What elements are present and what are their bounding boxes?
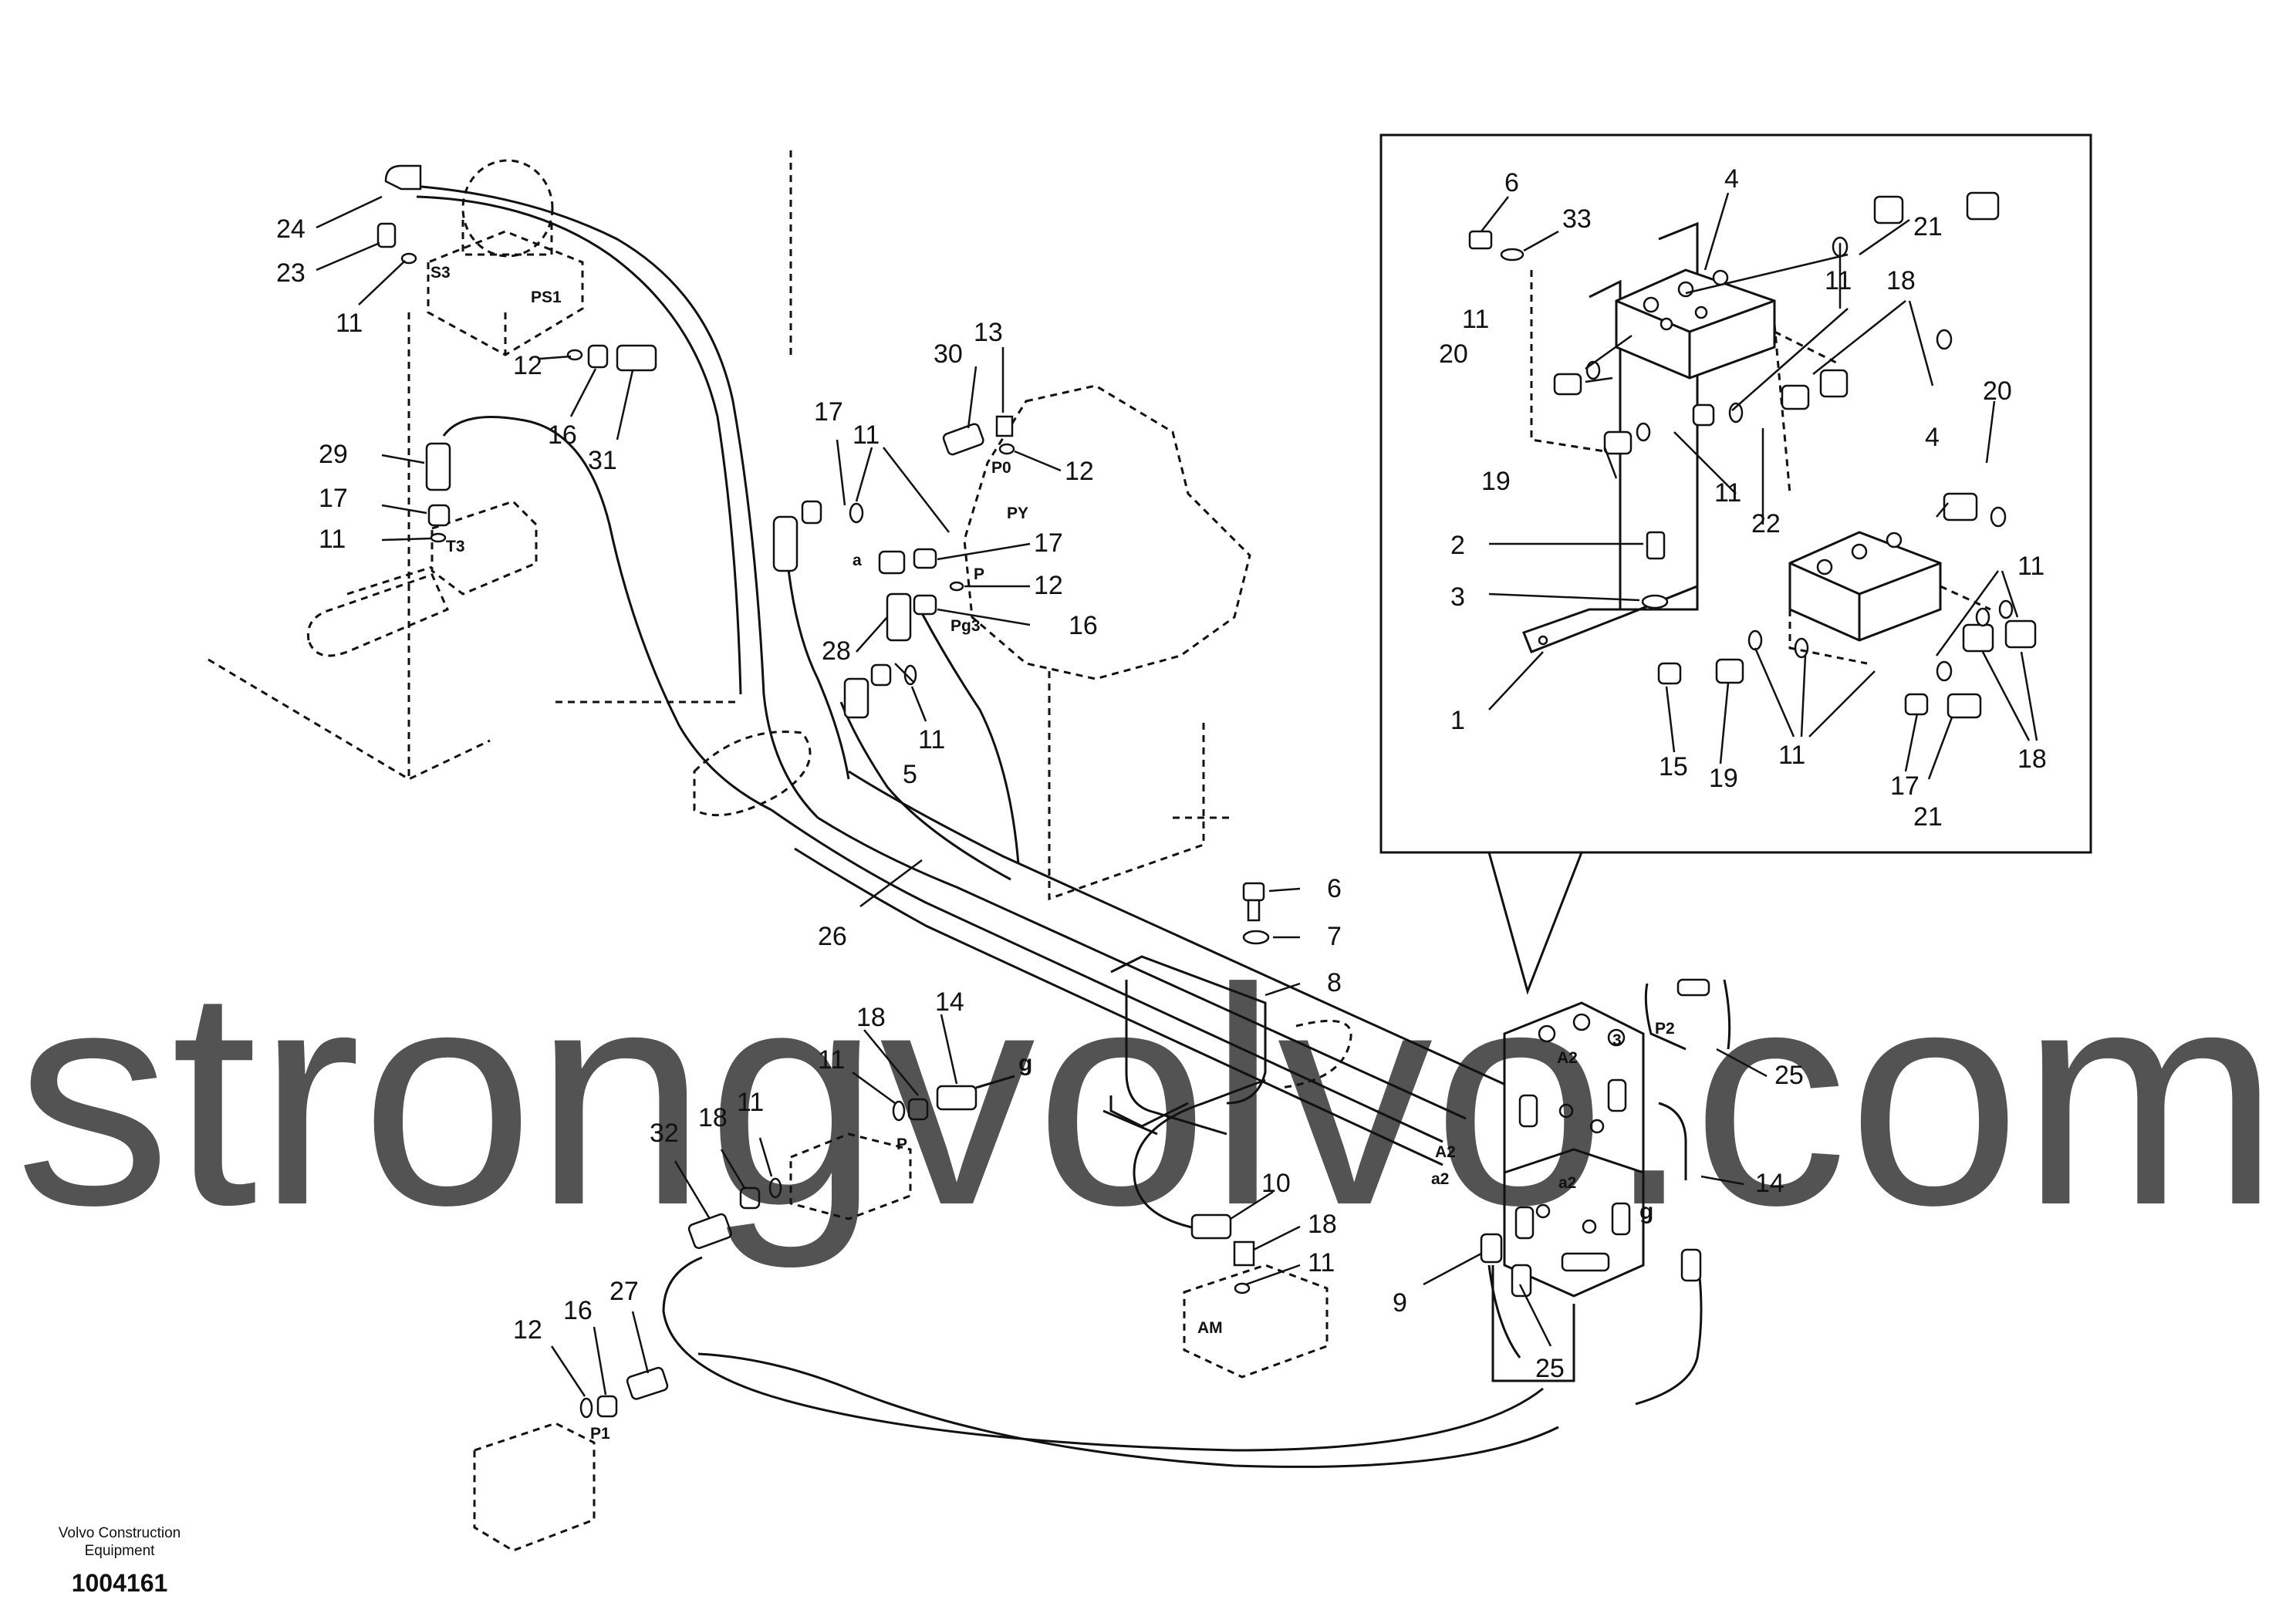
callout-11: 11 — [1308, 1248, 1335, 1277]
callout-18: 18 — [1308, 1210, 1337, 1239]
port-label-a2-block: A2 — [1557, 1049, 1578, 1067]
callout-17: 17 — [1034, 528, 1063, 558]
callout-24: 24 — [276, 214, 306, 244]
callout-26: 26 — [818, 922, 847, 951]
port-label-a2-lower-left: a2 — [1431, 1170, 1449, 1188]
port-label-p: P — [974, 565, 984, 583]
callout-17: 17 — [1890, 771, 1920, 801]
callout-11: 11 — [737, 1088, 764, 1117]
port-label-p0: P0 — [991, 459, 1011, 477]
callout-7: 7 — [1327, 922, 1342, 951]
callout-28: 28 — [822, 636, 851, 666]
port-labels: S3 PS1 T3 P0 PY a P Pg3 P g A2 3 P2 A2 a… — [430, 264, 1675, 1443]
port-label-a: a — [853, 552, 862, 569]
callout-16: 16 — [563, 1296, 593, 1325]
callout-numbers: 24 23 11 12 16 31 29 17 11 30 13 12 17 1… — [276, 164, 2047, 1383]
callout-12: 12 — [1034, 571, 1063, 600]
callout-11: 11 — [336, 309, 363, 338]
callout-9: 9 — [1393, 1288, 1407, 1318]
callout-18: 18 — [856, 1003, 886, 1032]
port-label-pg3: Pg3 — [950, 617, 981, 635]
callout-25: 25 — [1535, 1354, 1565, 1383]
detail-inset — [1379, 133, 2092, 995]
callout-33: 33 — [1562, 204, 1592, 234]
callout-16: 16 — [1069, 611, 1098, 640]
hose-fittings — [376, 164, 1270, 1419]
callout-22: 22 — [1751, 509, 1781, 538]
callout-14: 14 — [935, 987, 964, 1017]
callout-11: 11 — [1825, 266, 1852, 295]
company-name-line2: Equipment — [85, 1543, 156, 1559]
callout-18: 18 — [1886, 266, 1916, 295]
port-label-3-block: 3 — [1612, 1031, 1622, 1049]
document-caption: Volvo Construction Equipment 1004161 — [59, 1525, 181, 1597]
callout-29: 29 — [319, 440, 348, 469]
callout-12: 12 — [1065, 457, 1094, 486]
callout-8: 8 — [1327, 968, 1342, 997]
callout-17: 17 — [319, 484, 348, 513]
manifold-assembly — [1480, 978, 1710, 1382]
callout-11: 11 — [1778, 741, 1805, 770]
callout-20: 20 — [1439, 339, 1468, 369]
callout-21: 21 — [1913, 802, 1943, 832]
document-number: 1004161 — [72, 1569, 168, 1597]
callout-12: 12 — [513, 351, 542, 380]
callout-3: 3 — [1450, 582, 1465, 612]
callout-17: 17 — [814, 397, 843, 427]
callout-11: 11 — [818, 1045, 845, 1075]
port-label-a2-left: A2 — [1435, 1143, 1456, 1161]
callout-12: 12 — [513, 1315, 542, 1345]
callout-31: 31 — [588, 446, 617, 475]
callout-20: 20 — [1983, 376, 2012, 406]
callout-6: 6 — [1327, 874, 1342, 903]
port-label-py: PY — [1007, 505, 1028, 522]
callout-4: 4 — [1724, 164, 1739, 194]
port-label-t3: T3 — [446, 538, 465, 555]
callout-14: 14 — [1755, 1169, 1784, 1198]
callout-13: 13 — [974, 318, 1003, 347]
callout-32: 32 — [650, 1119, 679, 1148]
port-label-am: AM — [1197, 1319, 1223, 1337]
callout-11: 11 — [853, 420, 880, 450]
callout-23: 23 — [276, 258, 306, 288]
callout-19: 19 — [1709, 764, 1738, 793]
callout-4: 4 — [1925, 423, 1940, 452]
hose-clamp-bracket — [1102, 955, 1267, 1136]
callout-25: 25 — [1774, 1061, 1804, 1090]
callout-11: 11 — [1462, 305, 1489, 334]
company-name-line1: Volvo Construction — [59, 1525, 181, 1541]
dashed-component-outlines — [208, 150, 1352, 1552]
callout-30: 30 — [934, 339, 963, 369]
watermark: strongvolvo.com — [15, 924, 2280, 1271]
port-label-g-upper: g — [1018, 1051, 1032, 1076]
port-label-a2-lower-block: a2 — [1558, 1174, 1576, 1192]
port-label-p1: P1 — [590, 1425, 610, 1443]
callout-18: 18 — [2017, 744, 2047, 774]
callout-6: 6 — [1504, 168, 1519, 197]
callout-15: 15 — [1659, 752, 1688, 781]
callout-11: 11 — [918, 725, 945, 754]
callout-11: 11 — [1714, 478, 1741, 508]
callout-21: 21 — [1913, 212, 1943, 241]
port-label-p-middle: P — [896, 1136, 907, 1153]
port-label-p2: P2 — [1655, 1020, 1675, 1038]
callout-18: 18 — [698, 1103, 728, 1132]
callout-11: 11 — [2017, 552, 2044, 581]
callout-11: 11 — [319, 525, 346, 554]
callout-5: 5 — [903, 760, 917, 789]
callout-27: 27 — [609, 1277, 639, 1306]
callout-16: 16 — [548, 420, 577, 450]
leader-lines — [316, 192, 2038, 1397]
port-label-g-lower: g — [1639, 1199, 1653, 1224]
callout-19: 19 — [1481, 467, 1511, 496]
port-label-ps1: PS1 — [531, 289, 562, 306]
callout-10: 10 — [1261, 1169, 1291, 1198]
callout-1: 1 — [1450, 706, 1465, 735]
port-label-s3: S3 — [430, 264, 451, 282]
hydraulic-hoses — [400, 184, 1731, 1468]
callout-2: 2 — [1450, 531, 1465, 560]
